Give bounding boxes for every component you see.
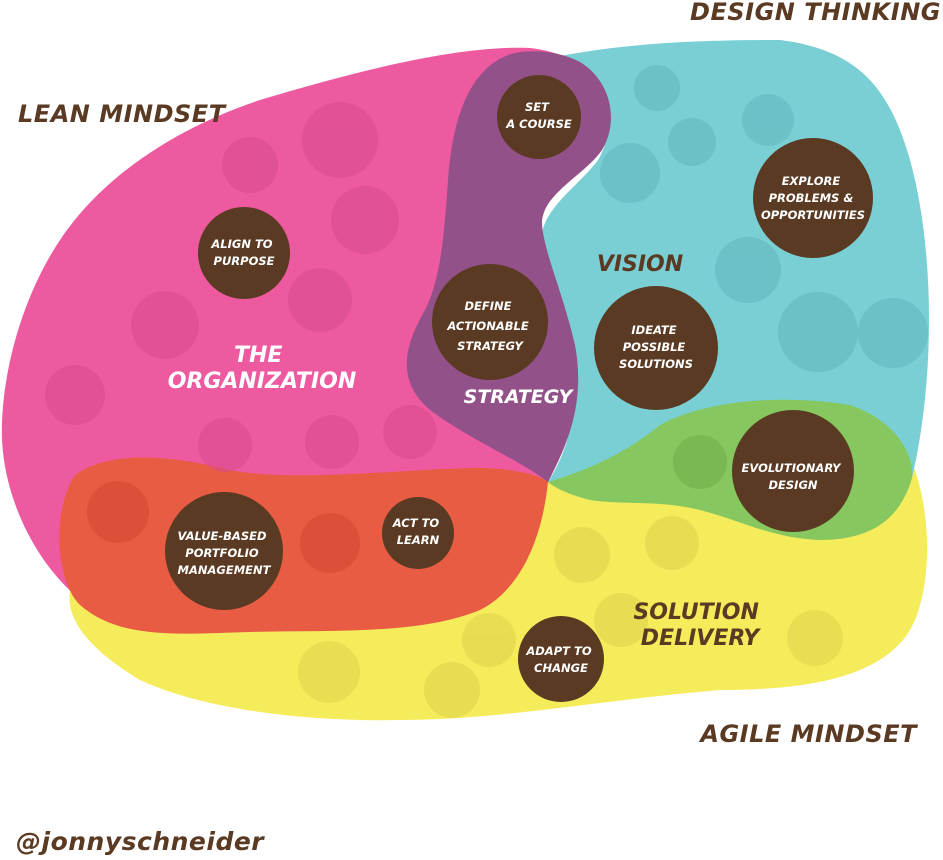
- node-align-purpose-line-2: PURPOSE: [214, 254, 275, 268]
- node-align-purpose: ALIGN TO PURPOSE: [198, 207, 290, 299]
- agile-mindset-label: AGILE MINDSET: [700, 720, 917, 748]
- node-explore-problems: EXPLORE PROBLEMS & OPPORTUNITIES: [753, 138, 873, 258]
- node-set-course: SET A COURSE: [497, 75, 581, 159]
- node-value-portfolio-line-1: VALUE-BASED: [177, 529, 266, 543]
- node-act-learn-line-1: ACT TO: [392, 516, 440, 530]
- lean-mindset-label: LEAN MINDSET: [18, 100, 226, 128]
- node-adapt-change-line-2: CHANGE: [534, 661, 588, 675]
- node-evolutionary-design-line-2: DESIGN: [768, 478, 817, 492]
- node-act-learn: ACT TO LEARN: [382, 497, 454, 569]
- node-adapt-change-circle: [518, 616, 604, 702]
- node-value-portfolio-circle: [165, 492, 283, 610]
- strategy-label: STRATEGY: [464, 386, 575, 408]
- node-act-learn-label: ACT TO LEARN: [392, 516, 443, 547]
- node-define-strategy-line-3: STRATEGY: [457, 339, 524, 353]
- node-define-strategy-label: DEFINE ACTIONABLE STRATEGY: [446, 299, 532, 353]
- node-evolutionary-design-circle: [732, 410, 854, 532]
- node-ideate-solutions-line-2: POSSIBLE: [623, 340, 686, 354]
- strategy-region: [406, 51, 611, 482]
- design-thinking-label: DESIGN THINKING: [690, 0, 941, 26]
- node-ideate-solutions-line-1: IDEATE: [631, 323, 676, 337]
- solution-delivery-label-line-2: DELIVERY: [641, 626, 761, 651]
- node-explore-problems-circle: [753, 138, 873, 258]
- node-define-strategy-line-1: DEFINE: [464, 299, 511, 313]
- node-adapt-change-label: ADAPT TO CHANGE: [525, 644, 595, 675]
- vision-label: VISION: [597, 252, 683, 277]
- node-explore-problems-line-3: OPPORTUNITIES: [761, 208, 865, 222]
- node-value-portfolio: VALUE-BASED PORTFOLIO MANAGEMENT: [165, 492, 283, 610]
- node-define-strategy-circle: [432, 264, 548, 380]
- node-set-course-line-1: SET: [525, 100, 550, 114]
- node-align-purpose-line-1: ALIGN TO: [210, 237, 272, 251]
- author-handle: @jonnyschneider: [16, 827, 265, 856]
- solution-delivery-label-line-1: SOLUTION: [633, 600, 759, 625]
- node-ideate-solutions: IDEATE POSSIBLE SOLUTIONS: [594, 286, 718, 410]
- node-align-purpose-circle: [198, 207, 290, 299]
- node-explore-problems-label: EXPLORE PROBLEMS & OPPORTUNITIES: [761, 174, 865, 222]
- node-set-course-circle: [497, 75, 581, 159]
- node-align-purpose-label: ALIGN TO PURPOSE: [210, 237, 276, 268]
- node-evolutionary-design: EVOLUTIONARY DESIGN: [732, 410, 854, 532]
- node-value-portfolio-line-3: MANAGEMENT: [178, 563, 272, 577]
- node-act-learn-line-2: LEARN: [397, 533, 440, 547]
- node-define-strategy-line-2: ACTIONABLE: [446, 319, 529, 333]
- node-ideate-solutions-label: IDEATE POSSIBLE SOLUTIONS: [619, 323, 693, 371]
- organization-label-line-2: ORGANIZATION: [168, 369, 357, 394]
- node-act-learn-circle: [382, 497, 454, 569]
- node-define-strategy: DEFINE ACTIONABLE STRATEGY: [432, 264, 548, 380]
- node-explore-problems-line-2: PROBLEMS &: [769, 191, 854, 205]
- node-set-course-line-2: A COURSE: [505, 117, 572, 131]
- node-value-portfolio-line-2: PORTFOLIO: [185, 546, 259, 560]
- node-set-course-label: SET A COURSE: [505, 100, 572, 131]
- organization-label-line-1: THE: [234, 343, 282, 368]
- node-ideate-solutions-circle: [594, 286, 718, 410]
- node-adapt-change-line-1: ADAPT TO: [525, 644, 591, 658]
- node-value-portfolio-label: VALUE-BASED PORTFOLIO MANAGEMENT: [177, 529, 271, 577]
- texture-dots: [45, 65, 928, 718]
- node-evolutionary-design-line-1: EVOLUTIONARY: [742, 461, 843, 475]
- solution-delivery-label: SOLUTION DELIVERY: [633, 600, 766, 651]
- node-explore-problems-line-1: EXPLORE: [782, 174, 841, 188]
- node-adapt-change: ADAPT TO CHANGE: [518, 616, 604, 702]
- node-evolutionary-design-label: EVOLUTIONARY DESIGN: [742, 461, 845, 492]
- organization-label: THE ORGANIZATION: [168, 343, 357, 394]
- node-ideate-solutions-line-3: SOLUTIONS: [619, 357, 693, 371]
